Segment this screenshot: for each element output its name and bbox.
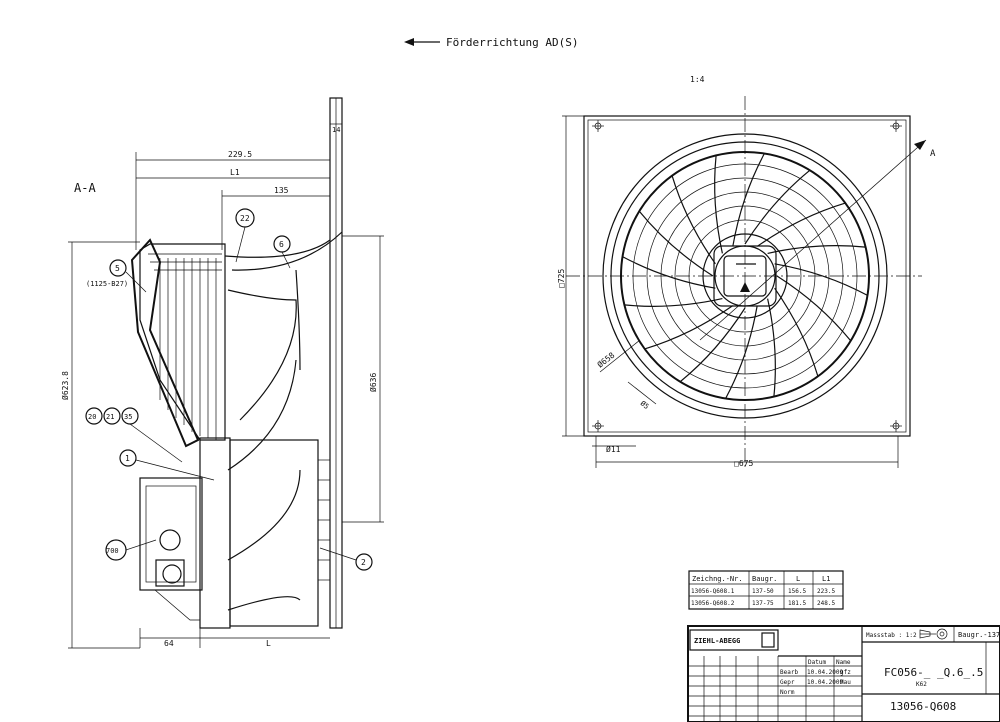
title-block: ZIEHL-ABEGG Datum Name Bearb 10.04.2009 …	[687, 625, 1000, 722]
callout-35: 35	[121, 407, 183, 463]
drawing-number: 13056-Q608	[890, 700, 956, 713]
tb-date1: 10.04.2009	[807, 669, 844, 676]
callout-700: 700	[105, 539, 157, 561]
dim-64: 64	[164, 639, 174, 648]
callout-20: 20	[85, 407, 103, 425]
table-cell: 137-75	[752, 600, 774, 607]
dim-l1: L1	[230, 168, 240, 177]
size-label: Baugr.-137	[958, 631, 1000, 639]
section-marker: A	[930, 149, 936, 159]
guard-spoke	[622, 256, 716, 289]
dim-inner-dia: Ø636	[368, 373, 378, 392]
guard-spoke	[767, 298, 776, 397]
callout-1: 1	[119, 449, 215, 481]
scale-note: 1:4	[690, 75, 705, 84]
svg-text:21: 21	[106, 413, 114, 421]
guard-spoke	[671, 175, 716, 265]
section-label: A-A	[74, 181, 96, 195]
guard-spoke	[679, 307, 746, 383]
svg-text:5: 5	[115, 264, 120, 273]
svg-text:6: 6	[279, 240, 284, 249]
scale-label: Massstab : 1:2	[866, 632, 917, 639]
guard-spoke	[714, 155, 723, 254]
dim-dia: Ø658	[595, 350, 616, 370]
guard-spoke	[725, 305, 758, 399]
tb-norm: Norm	[780, 689, 795, 696]
dim-hole: Ø11	[606, 444, 621, 454]
tb-n1: gfz	[840, 669, 851, 676]
svg-text:1: 1	[125, 454, 130, 463]
guard-spoke	[774, 263, 868, 296]
front-view: 1:4 A	[557, 75, 936, 468]
tb-gepr: Gepr	[780, 679, 795, 686]
callout-5: 5 (1125-B27)	[86, 259, 147, 293]
svg-text:2: 2	[361, 558, 366, 567]
section-view: A-A 14 229.5 L1 135 Ø623.8 Ø636	[60, 97, 384, 649]
first-angle-projection-icon	[919, 628, 948, 640]
dim-outer-dia: Ø623.8	[60, 371, 70, 400]
dim-l: L	[266, 639, 271, 648]
table-header: L1	[822, 575, 830, 583]
guard-spoke	[776, 275, 852, 342]
table-header: Zeichng.-Nr.	[692, 575, 743, 583]
guard-spoke	[644, 305, 734, 350]
dim-14: 14	[332, 126, 340, 134]
guard-spoke	[774, 287, 819, 377]
arrow-left-icon	[404, 38, 414, 46]
callout-5-note: (1125-B27)	[86, 280, 128, 288]
dim-overall-length: 229.5	[228, 150, 252, 159]
svg-text:22: 22	[240, 214, 250, 223]
svg-text:700: 700	[106, 547, 119, 555]
variant-table: Zeichng.-Nr. Baugr. L L1 13056-Q608.1 13…	[688, 570, 844, 610]
tb-date2: 10.04.2009	[807, 679, 844, 686]
table-cell: 248.5	[817, 600, 835, 607]
guard-spoke	[624, 298, 723, 307]
table-cell: 137-50	[752, 588, 774, 595]
tb-datum: Datum	[808, 659, 826, 666]
tb-name: Name	[836, 659, 851, 666]
callout-22: 22	[235, 208, 255, 263]
part-sub: K62	[916, 681, 927, 688]
table-cell: 13056-Q608.1	[691, 588, 735, 595]
table-header: L	[796, 575, 800, 583]
guard-spoke	[756, 202, 846, 247]
dim-135: 135	[274, 186, 289, 195]
dim-width: □675	[734, 459, 753, 468]
dim-height: □725	[557, 269, 566, 288]
tb-n2: Mau	[840, 679, 851, 686]
svg-text:35: 35	[124, 413, 132, 421]
table-cell: 13056-Q608.2	[691, 600, 735, 607]
callout-2: 2	[319, 547, 373, 571]
dim-dia-small: Ø5	[639, 399, 651, 411]
callout-21: 21	[103, 407, 121, 425]
callout-6: 6	[273, 235, 291, 269]
company-logo: ZIEHL-ABEGG	[694, 637, 740, 645]
airflow-label: Förderrichtung AD(S)	[446, 36, 578, 49]
svg-text:20: 20	[88, 413, 96, 421]
ziehl-abegg-logo-icon	[761, 632, 775, 648]
table-cell: 181.5	[788, 600, 806, 607]
table-header: Baugr.	[752, 575, 777, 583]
table-cell: 223.5	[817, 588, 835, 595]
tb-bearb: Bearb	[780, 669, 798, 676]
guard-spoke	[767, 245, 866, 254]
part-number: FC056-_ _Q.6_.5	[884, 666, 983, 679]
table-cell: 156.5	[788, 588, 806, 595]
guard-spoke	[744, 169, 811, 245]
guard-spoke	[732, 153, 765, 247]
airflow-direction: Förderrichtung AD(S)	[404, 36, 578, 49]
guard-spoke	[638, 210, 714, 277]
